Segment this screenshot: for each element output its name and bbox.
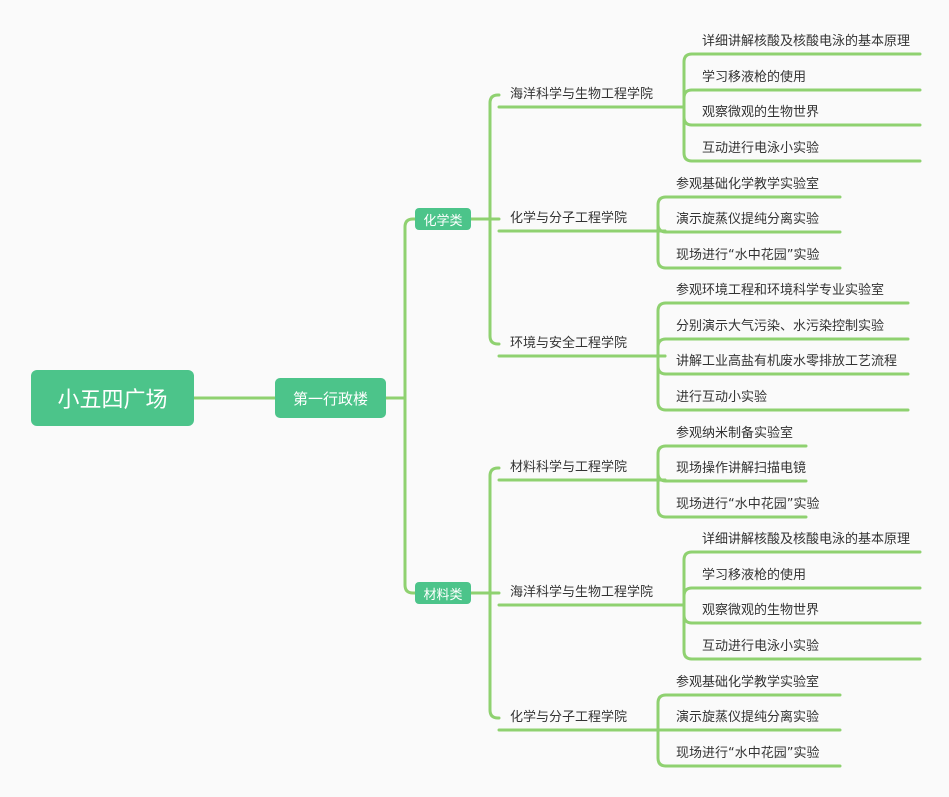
activity-item[interactable]: 学习移液枪的使用: [702, 568, 807, 583]
school-label[interactable]: 环境与安全工程学院: [510, 336, 628, 351]
school-label[interactable]: 材料科学与工程学院: [510, 460, 628, 475]
connector-category-school-2: [488, 217, 501, 346]
connector-school-item-1: [656, 337, 668, 358]
connector-school-item-2: [656, 478, 668, 519]
connector-school-item-2: [656, 728, 668, 768]
connector-category-school-0: [488, 93, 501, 221]
activity-item[interactable]: 现场进行“水中花园”实验: [676, 746, 820, 761]
activity-item[interactable]: 演示旋蒸仪提纯分离实验: [676, 710, 820, 725]
activity-item[interactable]: 分别演示大气污染、水污染控制实验: [676, 319, 885, 334]
school-label[interactable]: 化学与分子工程学院: [510, 211, 628, 226]
connector-school-item-3: [682, 105, 694, 163]
connector-school-item-3: [656, 354, 668, 412]
connector-school-item-0: [656, 693, 668, 732]
connector-school-item-0: [682, 550, 694, 607]
activity-item[interactable]: 详细讲解核酸及核酸电泳的基本原理: [702, 34, 911, 49]
connector-school-item-1: [682, 586, 694, 607]
activity-item[interactable]: 互动进行电泳小实验: [702, 141, 820, 156]
activity-item[interactable]: 演示旋蒸仪提纯分离实验: [676, 212, 820, 227]
activity-item[interactable]: 详细讲解核酸及核酸电泳的基本原理: [702, 532, 911, 547]
main-branch-node[interactable]: 第一行政楼: [275, 378, 386, 418]
activity-item[interactable]: 现场操作讲解扫描电镜: [676, 461, 807, 476]
connector-school-item-3: [682, 603, 694, 661]
activity-item[interactable]: 观察微观的生物世界: [702, 603, 820, 618]
activity-item[interactable]: 参观环境工程和环境科学专业实验室: [676, 283, 885, 298]
school-label[interactable]: 化学与分子工程学院: [510, 710, 628, 725]
activity-item[interactable]: 互动进行电泳小实验: [702, 639, 820, 654]
activity-item[interactable]: 讲解工业高盐有机废水零排放工艺流程: [676, 354, 898, 369]
connector-school-item-0: [656, 301, 668, 358]
connector-school-item-1: [682, 88, 694, 109]
activity-item[interactable]: 参观基础化学教学实验室: [676, 675, 820, 690]
activity-item[interactable]: 学习移液枪的使用: [702, 70, 807, 85]
school-label[interactable]: 海洋科学与生物工程学院: [510, 585, 654, 600]
activity-item[interactable]: 进行互动小实验: [676, 390, 768, 405]
activity-item[interactable]: 观察微观的生物世界: [702, 105, 820, 120]
connector-main-category-0: [403, 217, 417, 400]
root-node[interactable]: 小五四广场: [31, 370, 194, 426]
connector-school-item-0: [656, 195, 668, 233]
activity-item[interactable]: 现场进行“水中花园”实验: [676, 248, 820, 263]
connector-main-category-1: [403, 396, 417, 595]
activity-item[interactable]: 参观基础化学教学实验室: [676, 177, 820, 192]
connector-school-item-0: [682, 52, 694, 109]
connector-school-item-2: [656, 229, 668, 270]
category-tag[interactable]: 材料类: [415, 582, 471, 604]
category-tag[interactable]: 化学类: [415, 208, 471, 230]
connector-category-school-2: [488, 591, 501, 720]
activity-item[interactable]: 参观纳米制备实验室: [676, 426, 794, 441]
connector-school-item-0: [656, 444, 668, 482]
school-label[interactable]: 海洋科学与生物工程学院: [510, 87, 654, 102]
connector-category-school-0: [488, 466, 501, 595]
activity-item[interactable]: 现场进行“水中花园”实验: [676, 497, 820, 512]
